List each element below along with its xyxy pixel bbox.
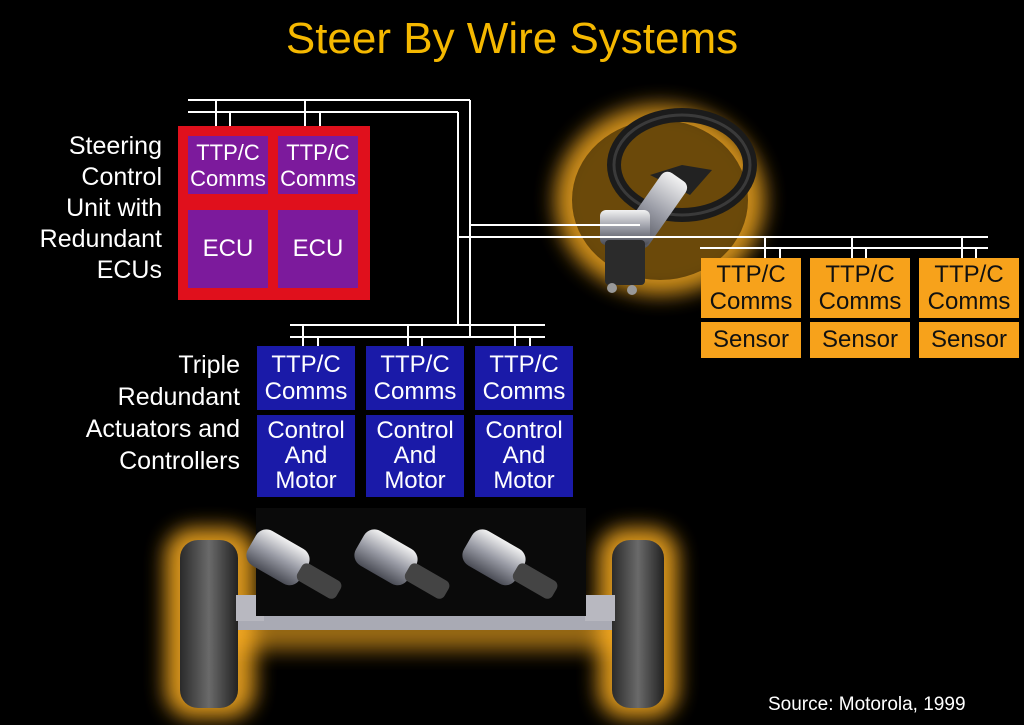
ecu-comms-box: TTP/C Comms xyxy=(188,136,268,194)
comms-line: TTP/C xyxy=(271,351,341,378)
unit-line: And xyxy=(393,442,437,469)
label-line: Redundant xyxy=(39,225,162,253)
sensor-comms-box: TTP/C Comms xyxy=(701,258,801,318)
unit-line: Motor xyxy=(493,467,555,494)
source-caption: Source: Motorola, 1999 xyxy=(768,694,966,715)
comms-line: Comms xyxy=(373,378,457,405)
comms-line: TTP/C xyxy=(716,261,786,288)
control-motor-box: Control And Motor xyxy=(475,415,573,497)
comms-line: Comms xyxy=(927,288,1011,315)
label-line: Steering xyxy=(68,132,162,160)
comms-line: Comms xyxy=(280,166,356,191)
comms-line: Comms xyxy=(264,378,348,405)
comms-line: TTP/C xyxy=(934,261,1004,288)
page-title: Steer By Wire Systems xyxy=(285,14,739,63)
label-line: Triple xyxy=(178,351,240,379)
unit-line: Motor xyxy=(275,467,337,494)
label-line: ECUs xyxy=(96,256,162,284)
comms-line: TTP/C xyxy=(825,261,895,288)
sensor-box: Sensor xyxy=(701,322,801,358)
axle-wheels-icon xyxy=(165,508,678,718)
sensor-comms-box: TTP/C Comms xyxy=(810,258,910,318)
steering-unit-label: Steering Control Unit with Redundant ECU… xyxy=(10,131,162,286)
actuator-comms-box: TTP/C Comms xyxy=(366,346,464,410)
unit-line: And xyxy=(284,442,328,469)
comms-line: Comms xyxy=(482,378,566,405)
comms-line: Comms xyxy=(709,288,793,315)
unit-line: And xyxy=(502,442,546,469)
label-line: Controllers xyxy=(119,447,240,475)
ecu-comms-box: TTP/C Comms xyxy=(278,136,358,194)
unit-line: Motor xyxy=(384,467,446,494)
ecu-box: ECU xyxy=(278,210,358,288)
label-line: Redundant xyxy=(117,383,240,411)
label-line: Actuators and xyxy=(85,415,240,443)
bus-wires xyxy=(188,99,988,346)
comms-line: TTP/C xyxy=(489,351,559,378)
actuator-motor-icon xyxy=(246,529,558,599)
comms-line: TTP/C xyxy=(196,140,260,165)
unit-line: Control xyxy=(267,417,345,444)
label-line: Unit with xyxy=(66,194,162,222)
unit-line: Control xyxy=(485,417,563,444)
actuator-comms-box: TTP/C Comms xyxy=(257,346,355,410)
comms-line: Comms xyxy=(190,166,266,191)
ecu-frame: TTP/C Comms TTP/C Comms ECU ECU xyxy=(178,126,370,300)
control-motor-box: Control And Motor xyxy=(366,415,464,497)
actuators-label: Triple Redundant Actuators and Controlle… xyxy=(40,349,240,477)
label-line: Control xyxy=(81,163,162,191)
sensor-box: Sensor xyxy=(810,322,910,358)
comms-line: TTP/C xyxy=(380,351,450,378)
comms-line: Comms xyxy=(818,288,902,315)
ecu-box: ECU xyxy=(188,210,268,288)
actuator-comms-box: TTP/C Comms xyxy=(475,346,573,410)
control-motor-box: Control And Motor xyxy=(257,415,355,497)
comms-line: TTP/C xyxy=(286,140,350,165)
sensor-box: Sensor xyxy=(919,322,1019,358)
unit-line: Control xyxy=(376,417,454,444)
sensor-comms-box: TTP/C Comms xyxy=(919,258,1019,318)
